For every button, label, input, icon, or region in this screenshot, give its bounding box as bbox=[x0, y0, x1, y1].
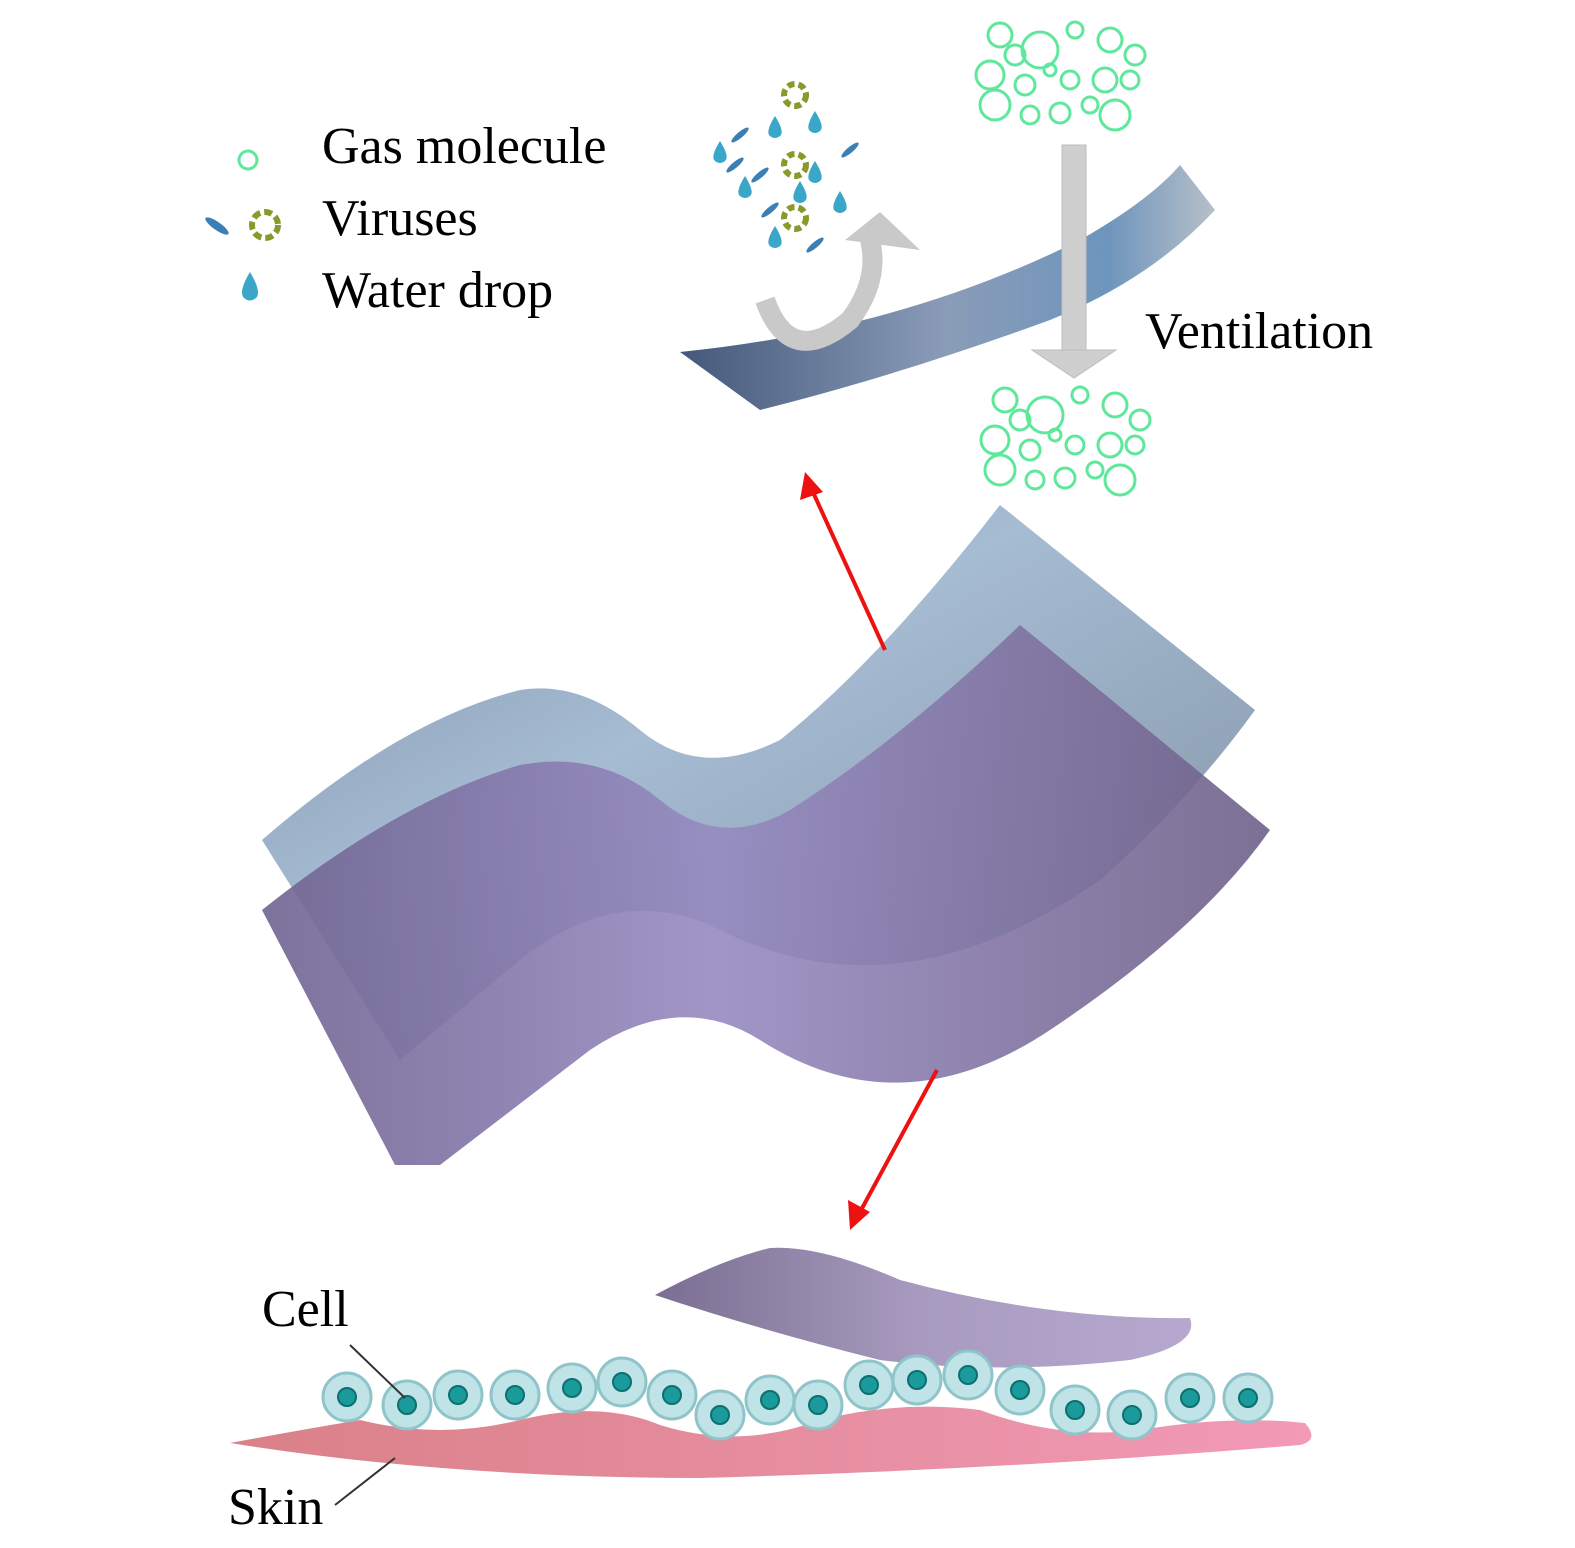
mask-outer-layer-strip bbox=[680, 165, 1215, 410]
gas-molecule bbox=[1064, 434, 1086, 456]
cell-nucleus bbox=[1065, 1400, 1085, 1420]
virus bbox=[726, 157, 744, 173]
mask-inner-layer bbox=[262, 625, 1270, 1165]
cell-nucleus bbox=[1180, 1388, 1200, 1408]
cell-nucleus bbox=[859, 1375, 879, 1395]
cell-nucleus bbox=[760, 1390, 780, 1410]
ventilation-arrow bbox=[1030, 144, 1118, 379]
water-drop-icon bbox=[242, 272, 258, 301]
gas-molecule bbox=[1059, 69, 1081, 91]
gas-molecule bbox=[1025, 395, 1065, 435]
cell-nucleus bbox=[1122, 1405, 1142, 1425]
gas-molecules-below bbox=[979, 385, 1152, 497]
gas-molecule bbox=[1070, 385, 1090, 405]
cell-nucleus bbox=[562, 1378, 582, 1398]
cell-nucleus bbox=[710, 1405, 730, 1425]
cell-nucleus bbox=[505, 1385, 525, 1405]
red-arrow-down bbox=[848, 1069, 939, 1230]
water-drop bbox=[793, 181, 807, 203]
gas-molecule bbox=[986, 21, 1014, 49]
cell-nucleus bbox=[662, 1385, 682, 1405]
water-drop bbox=[738, 176, 752, 198]
cell-leader-line bbox=[349, 1344, 406, 1399]
legend: Gas molecule Viruses Water drop bbox=[205, 118, 606, 319]
cell-nucleus bbox=[397, 1395, 417, 1415]
gas-molecule bbox=[1080, 95, 1100, 115]
virus bbox=[761, 202, 779, 218]
cell-nucleus bbox=[1238, 1388, 1258, 1408]
cell-nucleus bbox=[448, 1385, 468, 1405]
virus bbox=[751, 167, 769, 183]
gas-molecule bbox=[1098, 98, 1132, 132]
virus-icon bbox=[205, 209, 281, 241]
cell-layer bbox=[321, 1349, 1274, 1441]
water-drop bbox=[768, 226, 782, 248]
gas-molecule bbox=[1053, 466, 1077, 490]
skin-label: Skin bbox=[228, 1479, 323, 1536]
gas-molecule bbox=[1003, 43, 1027, 67]
gas-molecule bbox=[1124, 434, 1146, 456]
gas-molecule bbox=[1096, 431, 1124, 459]
cell-nucleus bbox=[958, 1365, 978, 1385]
cell-nucleus bbox=[808, 1395, 828, 1415]
gas-molecule bbox=[1085, 460, 1105, 480]
gas-molecule-icon bbox=[237, 149, 259, 171]
gas-molecule bbox=[1096, 26, 1124, 54]
gas-molecule bbox=[1128, 408, 1152, 432]
water-drop bbox=[808, 161, 822, 183]
cell-nucleus bbox=[612, 1372, 632, 1392]
water-drop bbox=[768, 116, 782, 138]
gas-molecule bbox=[1013, 73, 1037, 97]
gas-molecule bbox=[1019, 104, 1041, 126]
gas-molecule bbox=[1103, 463, 1137, 497]
gas-molecule bbox=[1047, 427, 1063, 443]
viruses-and-water-drops bbox=[713, 81, 859, 253]
gas-molecule bbox=[979, 424, 1011, 456]
gas-molecule bbox=[1119, 69, 1141, 91]
cell-label: Cell bbox=[262, 1281, 349, 1338]
gas-molecule bbox=[1065, 20, 1085, 40]
virus bbox=[781, 151, 809, 179]
legend-viruses-label: Viruses bbox=[322, 190, 478, 247]
virus bbox=[781, 204, 809, 232]
gas-molecule bbox=[991, 386, 1019, 414]
gas-molecule bbox=[978, 88, 1012, 122]
gas-molecule bbox=[1018, 438, 1042, 462]
gas-molecule bbox=[974, 59, 1006, 91]
gas-molecule bbox=[1091, 66, 1119, 94]
skin bbox=[230, 1406, 1312, 1478]
mask-inner-layer-strip bbox=[655, 1247, 1192, 1368]
gas-molecule bbox=[983, 453, 1017, 487]
water-drop bbox=[808, 111, 822, 133]
gas-molecule bbox=[1020, 30, 1060, 70]
gas-molecule bbox=[1024, 469, 1046, 491]
virus bbox=[806, 237, 824, 253]
virus bbox=[841, 142, 859, 158]
virus bbox=[781, 81, 809, 109]
red-arrow-up bbox=[800, 472, 887, 651]
gas-molecule bbox=[1048, 101, 1072, 125]
cell-nucleus bbox=[337, 1387, 357, 1407]
gas-molecule bbox=[1008, 408, 1032, 432]
virus-repel-arrow bbox=[755, 237, 883, 351]
cell-nucleus bbox=[1010, 1380, 1030, 1400]
water-drop bbox=[833, 191, 847, 213]
gas-molecule bbox=[1101, 391, 1129, 419]
ventilation-label: Ventilation bbox=[1145, 303, 1373, 360]
virus bbox=[731, 127, 749, 143]
skin-leader-line bbox=[334, 1457, 396, 1506]
gas-molecules-above bbox=[974, 20, 1147, 132]
water-drop bbox=[713, 141, 727, 163]
cell-nucleus bbox=[907, 1370, 927, 1390]
gas-molecule bbox=[1123, 43, 1147, 67]
virus-repel-arrow-head bbox=[845, 212, 920, 250]
gas-molecule bbox=[1042, 62, 1058, 78]
legend-water-drop-label: Water drop bbox=[322, 262, 553, 319]
legend-gas-molecule-label: Gas molecule bbox=[322, 118, 606, 175]
